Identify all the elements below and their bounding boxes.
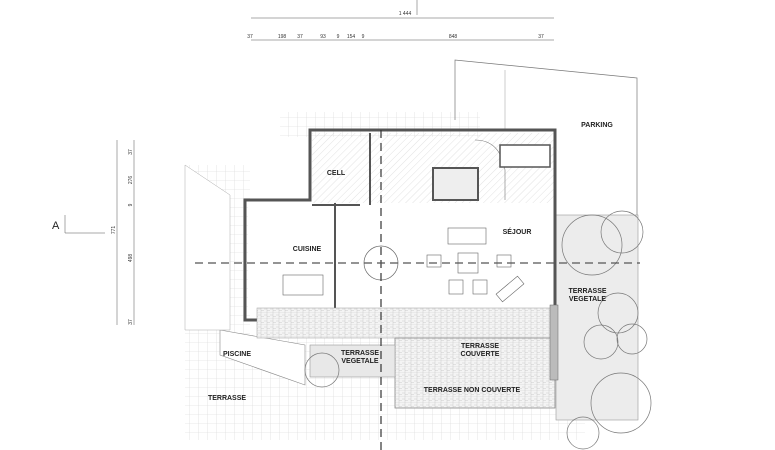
dim-left-seg: 276 — [128, 176, 134, 185]
room-label-terrasse-couverte: TERRASSE COUVERTE — [460, 343, 500, 358]
dim-top-seg: 37 — [297, 34, 303, 40]
building — [243, 128, 557, 322]
dim-top-seg: 9 — [362, 34, 365, 40]
piscine-area — [219, 329, 306, 386]
dim-left-seg: 37 — [128, 319, 134, 325]
dim-left-seg: 498 — [128, 254, 134, 263]
room-label-parking: PARKING — [581, 122, 613, 129]
room-label-terrasse-non-couverte: TERRASSE NON COUVERTE — [424, 387, 521, 394]
room-label-cell: CELL — [327, 170, 346, 177]
section-marker: A — [52, 220, 60, 232]
dim-left-seg: 37 — [128, 149, 134, 155]
dim-top-seg: 37 — [247, 34, 253, 40]
parking-area — [454, 59, 638, 215]
room-label-sejour: SÉJOUR — [503, 227, 532, 236]
dim-top-seg: 37 — [538, 34, 544, 40]
dim-top-segments: 37 198 37 93 9 154 9 848 37 — [247, 34, 544, 40]
terrasse-vegetale-right-area — [555, 214, 639, 421]
dim-top-overall: 1 444 — [399, 11, 412, 17]
dim-top-seg: 198 — [278, 34, 287, 40]
dim-left-seg: 9 — [128, 203, 134, 206]
dim-left-segments: 37 276 9 498 37 — [128, 149, 134, 325]
room-label-terrasse: TERRASSE — [208, 395, 246, 402]
room-label-cuisine: CUISINE — [293, 246, 322, 253]
room-label-piscine: PISCINE — [223, 351, 251, 358]
terrace-strip — [256, 307, 556, 339]
tree-icon — [304, 210, 652, 450]
dim-top-seg: 9 — [337, 34, 340, 40]
room-label-terrasse-vegetale-center: TERRASSE VEGETALE — [340, 350, 380, 365]
dim-left-overall: 771 — [111, 226, 117, 235]
dim-top-seg: 848 — [449, 34, 458, 40]
dim-top-seg: 93 — [320, 34, 326, 40]
room-label-terrasse-vegetale-right: TERRASSE VEGETALE — [568, 288, 607, 303]
dimension-lines — [64, 0, 554, 325]
dim-top-seg: 154 — [347, 34, 356, 40]
